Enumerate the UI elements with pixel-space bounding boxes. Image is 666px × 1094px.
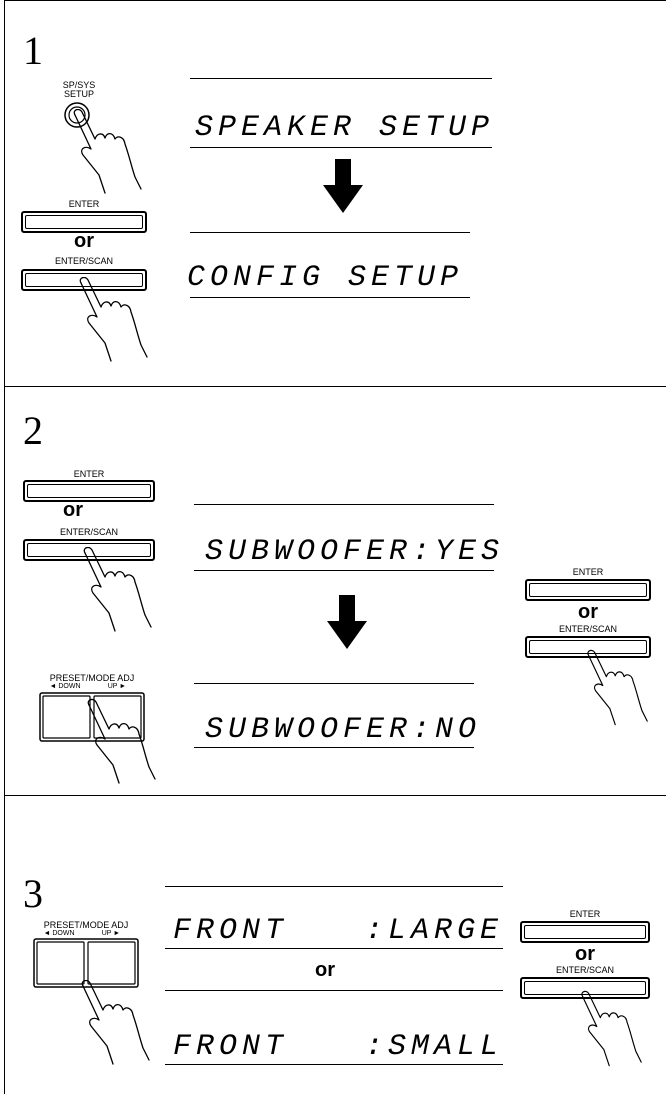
right-enter-button[interactable] [525,579,651,601]
preset-mode-adj-buttons[interactable] [33,938,139,988]
display-rule [194,683,474,684]
display-front-label: FRONT [173,1030,289,1064]
display-rule [194,570,494,571]
display-rule [190,297,470,298]
down-arrow-icon [323,159,363,213]
sp-sys-setup-label: SP/SYS SETUP [62,80,96,99]
display-or-label: or [315,959,335,981]
display-rule [165,1064,503,1065]
enter-scan-label: ENTER/SCAN [59,527,118,537]
preset-mode-adj-label: PRESET/MODE ADJ [49,673,135,683]
right-or-label: or [578,601,598,623]
step-3-panel: 3 PRESET/MODE ADJ ◄ DOWN UP ► FRONT :LAR… [4,795,666,1094]
enter-button[interactable] [23,480,155,502]
enter-scan-button[interactable] [520,977,650,999]
down-label: ◄ DOWN [43,930,75,937]
sp-sys-setup-button[interactable] [63,101,93,131]
hand-pointer-icon [73,109,142,194]
enter-label: ENTER [68,199,100,209]
display-top-rule [190,78,492,79]
display-text-config-setup: CONFIG SETUP [187,261,464,295]
right-enter-label: ENTER [572,567,604,577]
display-rule [194,747,474,748]
hand-pointer-icon [581,990,642,1067]
display-rule [190,232,470,233]
preset-mode-adj-buttons[interactable] [39,692,145,742]
display-top-rule [165,886,503,887]
hand-pointer-icon [79,277,148,362]
display-small-value: :SMALL [365,1030,504,1064]
step-number: 3 [23,871,43,916]
up-label: UP ► [107,683,127,690]
or-label: or [63,499,83,521]
step-number: 1 [23,28,43,73]
enter-button[interactable] [21,211,147,233]
hand-pointer-icon [81,980,150,1065]
enter-scan-label: ENTER/SCAN [54,256,113,266]
or-label: or [74,230,94,252]
display-text-subwoofer-no: SUBWOOFER:NO [205,713,482,747]
step-number: 2 [23,408,43,453]
step-1-panel: 1 SP/SYS SETUP ENTER or ENTER/SCAN SPEAK… [4,0,666,388]
display-text-speaker-setup: SPEAKER SETUP [195,111,495,145]
hand-pointer-icon [83,547,152,632]
display-rule [165,948,503,949]
down-label: ◄ DOWN [49,683,81,690]
right-enter-scan-label: ENTER/SCAN [558,624,617,634]
enter-scan-label: ENTER/SCAN [555,965,614,975]
or-label: or [575,943,595,965]
enter-label: ENTER [73,469,105,479]
enter-button[interactable] [520,921,650,943]
display-top-rule [194,504,494,505]
step-2-panel: 2 ENTER or ENTER/SCAN PRESET/MODE ADJ ◄ … [4,386,666,797]
enter-label: ENTER [569,909,601,919]
preset-mode-adj-label: PRESET/MODE ADJ [43,920,129,930]
hand-pointer-icon [587,649,648,726]
hand-pointer-icon [87,698,156,784]
display-front-label: FRONT [173,914,289,948]
display-large-value: :LARGE [365,914,504,948]
down-arrow-icon [327,595,367,649]
up-label: UP ► [101,930,121,937]
display-rule [165,990,503,991]
display-text-subwoofer-yes: SUBWOOFER:YES [205,535,505,569]
display-rule [190,147,492,148]
